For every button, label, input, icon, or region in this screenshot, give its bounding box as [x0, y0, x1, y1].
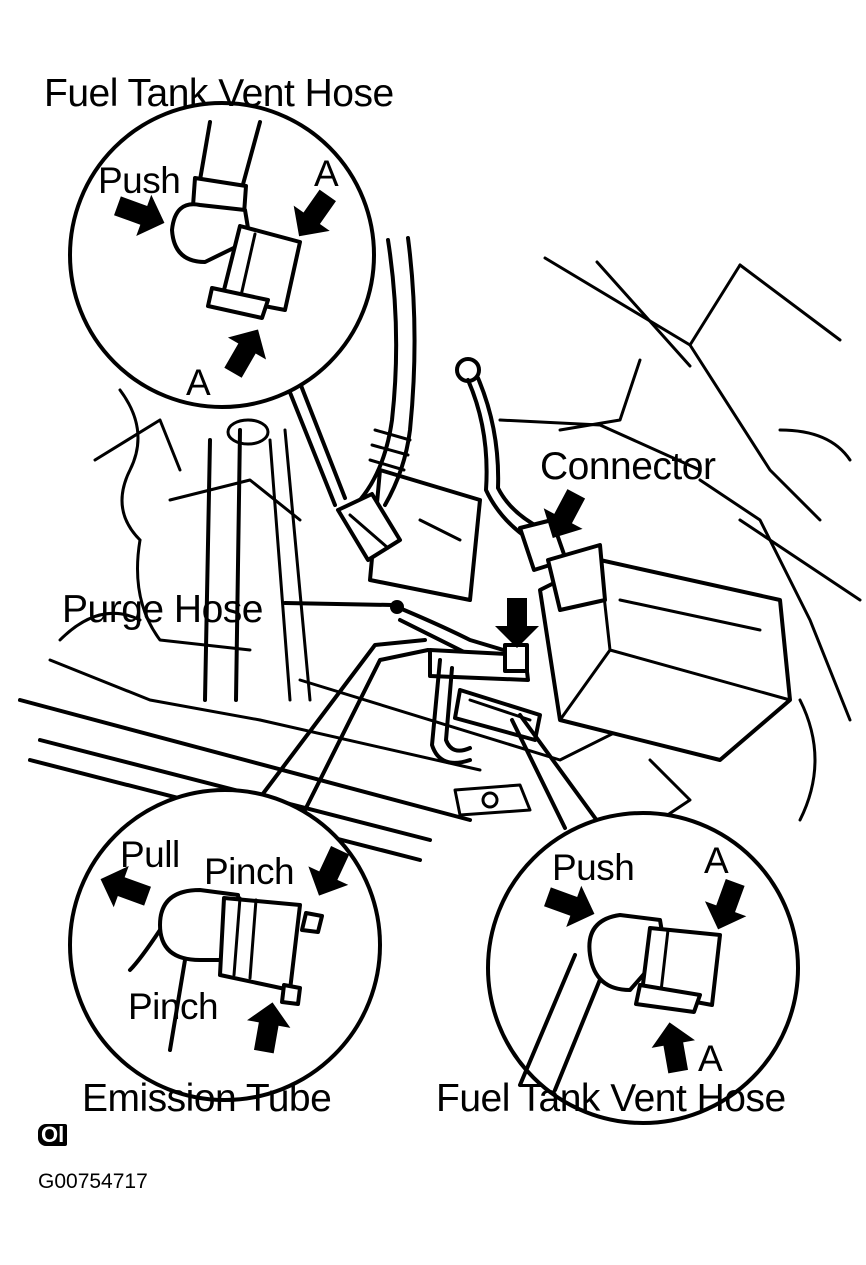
left-pinch-bottom-label: Pinch: [128, 986, 219, 1027]
left-pinch-top-label: Pinch: [204, 851, 295, 892]
right-push-label: Push: [552, 847, 635, 888]
purge-hose-label: Purge Hose: [62, 588, 263, 631]
top-callout-title: Fuel Tank Vent Hose: [44, 72, 394, 115]
top-callout: [68, 101, 376, 409]
top-a-right-label: A: [314, 153, 339, 194]
connector-hose: [455, 357, 607, 612]
publisher-logo-icon: Ol: [38, 1124, 68, 1146]
left-callout: [68, 788, 382, 1102]
connector-label: Connector: [540, 445, 716, 488]
leader-lines: [260, 378, 600, 830]
purge-hose-assembly: [390, 600, 542, 765]
left-pull-label: Pull: [120, 834, 180, 875]
right-a-bottom-label: A: [698, 1038, 723, 1079]
left-callout-title: Emission Tube: [82, 1077, 332, 1120]
right-callout: [486, 811, 800, 1125]
right-callout-title: Fuel Tank Vent Hose: [436, 1077, 786, 1120]
top-push-label: Push: [98, 160, 181, 201]
right-a-top-label: A: [704, 840, 729, 881]
vent-hose-upper: [336, 236, 417, 562]
figure-id: G00754717: [38, 1170, 148, 1193]
top-a-bottom-label: A: [186, 362, 211, 403]
